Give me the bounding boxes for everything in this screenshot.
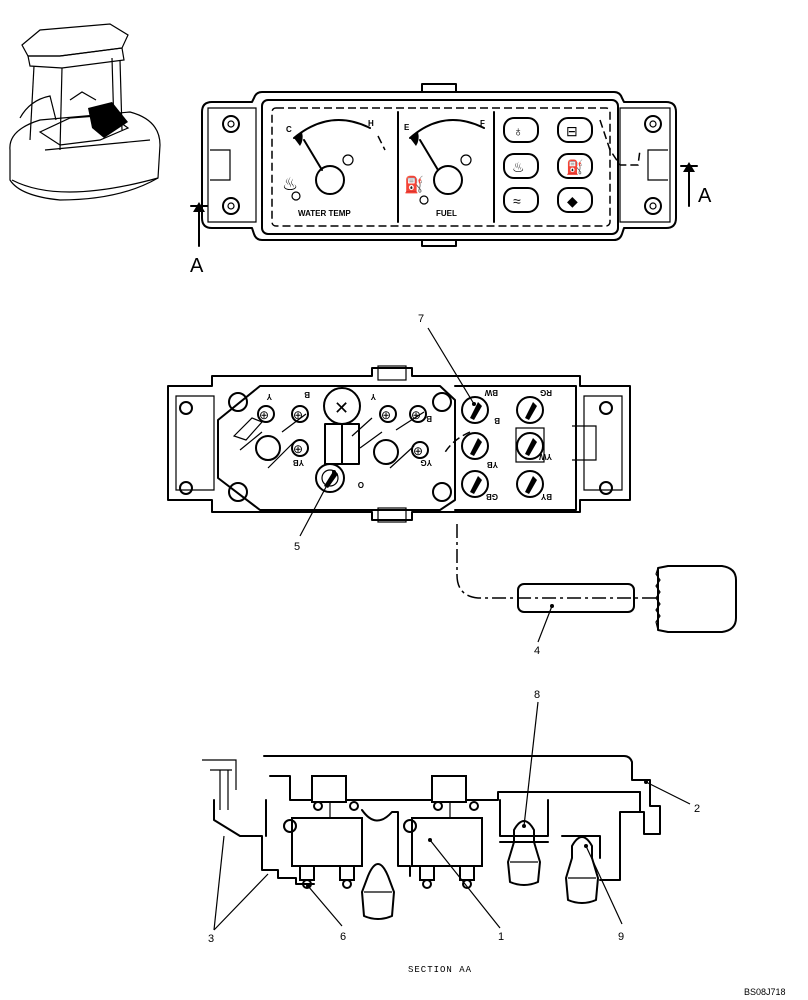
svg-text:⊕: ⊕ [411,408,421,422]
bulb-socket [516,470,544,498]
bulb-and-socket-detail [456,524,737,633]
callout-4: 4 [534,604,554,657]
svg-text:⊕: ⊕ [413,444,423,458]
screw-head-icon: ✕ [334,398,349,418]
callout-8: 8 [522,689,540,828]
switch-block [283,775,363,889]
callout-3: 3 [208,835,269,945]
mount-hole [179,481,193,495]
wire-code: BY [540,492,552,501]
wire-code: YW [539,452,552,461]
svg-text:⊕: ⊕ [259,408,269,422]
bulb-socket [516,432,544,460]
wire-code: Y [370,392,376,401]
mount-hole [222,197,240,215]
air-filter-icon: ≈ [513,193,521,209]
callout-number: 1 [498,931,504,943]
mount-hole [599,401,613,415]
svg-text:⊕: ⊕ [293,408,303,422]
mount-hole [599,481,613,495]
section-arrow-right: A [680,162,712,207]
callout-number: 9 [618,931,624,943]
callout-number: 7 [418,313,424,325]
coolant-temperature-icon: ♨ [512,159,525,175]
section-marker-label: A [190,255,204,277]
section-aa-view [202,755,661,920]
wire-code: B [494,416,500,425]
callout-1: 1 [428,838,504,943]
engine-oil-pressure-icon: ♁ [513,123,524,139]
bulb-socket [516,396,544,424]
drawing-reference: BS08J718 [744,987,786,997]
bulb-socket [461,396,489,424]
lamp-bulb [361,863,395,920]
callout-number: 3 [208,933,214,945]
gauge-low-mark: C [286,125,292,134]
fuel-pump-icon: ⛽ [404,175,424,194]
section-marker-label: A [698,185,712,207]
section-arrow-left: A [190,202,208,277]
callout-5: 5 [294,470,336,553]
callout-9: 9 [584,844,624,943]
callout-number: 5 [294,541,300,553]
callout-2: 2 [644,780,700,815]
gauge-terminals-left: ⊕ ⊕ ⊕ [232,405,309,469]
callout-number: 6 [340,931,346,943]
wire-code: BW [484,388,498,397]
water-temp-gauge: C H ♨ WATER TEMP [282,119,374,218]
wire-code: B [426,414,432,423]
mount-hole [644,197,662,215]
lamp-bulb [499,820,549,886]
battery-charge-icon: ⊟ [566,123,578,139]
gauge-terminals-right: ⊕ ⊕ ⊕ [351,405,429,469]
cab-thumbnail [9,23,161,201]
wire-code: RG [540,388,552,397]
wire-code: YB [487,460,498,469]
wire-code: YB [293,458,304,467]
indicator-lamp-grid: ♁ ⊟ ♨ ⛽ ≈ ◆ [503,117,593,213]
svg-text:⊕: ⊕ [381,408,391,422]
mount-hole [179,401,193,415]
callout-number: 8 [534,689,540,701]
instrument-cluster-front-view: C H ♨ WATER TEMP E F ⛽ FUEL ♁ [190,83,712,277]
callout-7: 7 [418,313,476,406]
bulb-socket [461,432,489,460]
bulb-socket [461,470,489,498]
wire-code: GB [486,492,498,501]
gauge-label: WATER TEMP [298,209,351,218]
fuel-gauge: E F ⛽ FUEL [404,119,485,218]
svg-text:⊕: ⊕ [293,442,303,456]
instrument-cluster-back-view: ✕ ⊕ ⊕ ⊕ ⊕ ⊕ ⊕ [167,365,631,523]
hydraulic-oil-icon: ◆ [567,193,578,209]
wire-code: Y [266,392,272,401]
lamp-bulb [561,835,601,904]
gauge-low-mark: E [404,123,410,132]
wire-code: YG [420,458,432,467]
mount-hole [222,115,240,133]
fuel-level-icon: ⛽ [566,159,583,176]
callout-number: 4 [534,645,540,657]
wire-code: O [358,480,364,489]
callout-6: 6 [306,884,346,943]
mount-hole [644,115,662,133]
wire-code: B [304,390,310,399]
gauge-high-mark: H [368,119,374,128]
gauge-label: FUEL [436,209,457,218]
gauge-high-mark: F [480,119,485,128]
coolant-temperature-icon: ♨ [282,174,298,194]
switch-block [403,775,483,889]
section-title: SECTION AA [408,965,472,975]
bulb-socket [315,463,345,493]
callout-number: 2 [694,803,700,815]
